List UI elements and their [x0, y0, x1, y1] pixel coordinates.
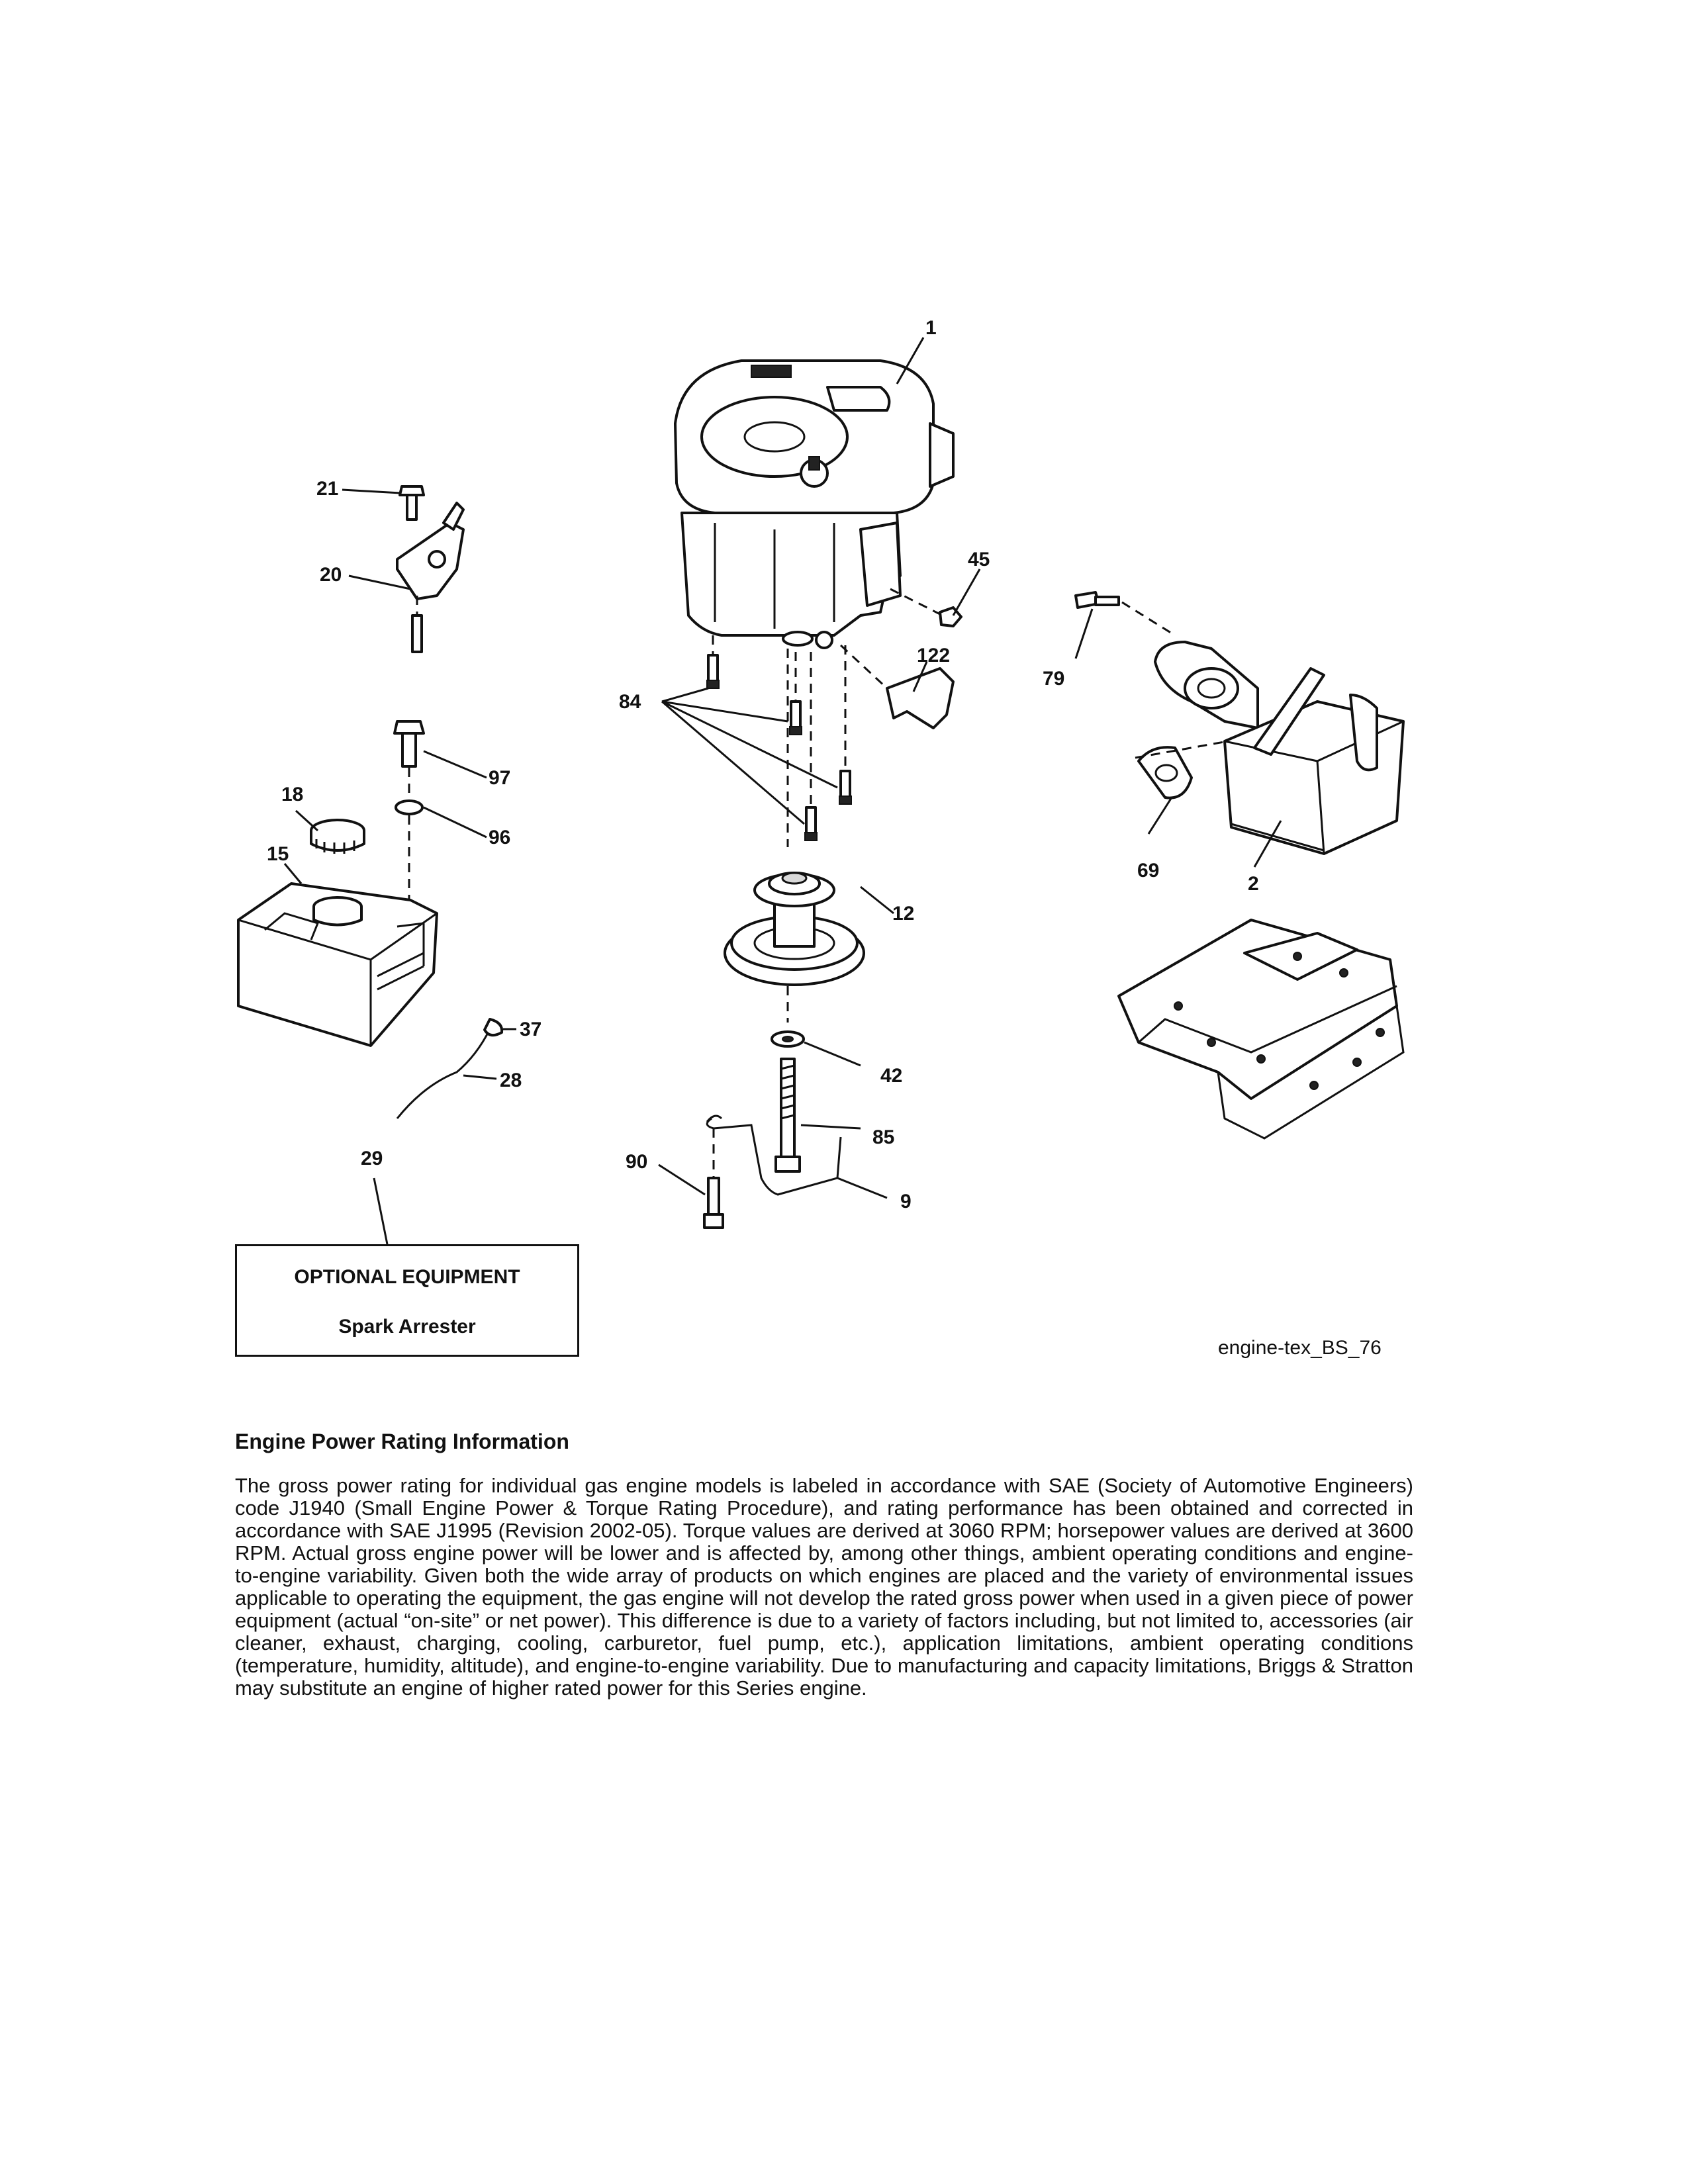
fuel-line-part: [396, 1018, 504, 1119]
callout-12: 12: [892, 903, 914, 925]
callout-2: 2: [1248, 873, 1259, 895]
washer-part: [771, 986, 805, 1048]
callout-18: 18: [281, 784, 303, 805]
callout-1: 1: [925, 317, 937, 339]
muffler-bolt-part: [1074, 591, 1176, 637]
optional-equipment-item: Spark Arrester: [338, 1316, 476, 1338]
pulley-bolt-part: [774, 1058, 801, 1173]
guide-bolt-part: [703, 1177, 724, 1229]
callout-28: 28: [500, 1069, 522, 1091]
engine-part: [674, 359, 955, 649]
bracket-part: [839, 644, 955, 729]
pulley-part: [724, 872, 865, 986]
optional-equipment-box: OPTIONAL EQUIPMENT Spark Arrester: [235, 1244, 579, 1357]
figure-code: engine-tex_BS_76: [1218, 1337, 1382, 1359]
engine-base-plate-part: [1117, 919, 1405, 1140]
leader-lines: [283, 337, 1282, 1245]
callout-15: 15: [267, 843, 289, 865]
throttle-control-part: [396, 485, 465, 653]
callout-97: 97: [489, 767, 510, 789]
callout-79: 79: [1043, 668, 1064, 690]
fuel-tank-part: [237, 882, 438, 1047]
callout-37: 37: [520, 1019, 541, 1040]
info-body: The gross power rating for individual ga…: [235, 1474, 1413, 1700]
callout-96: 96: [489, 827, 510, 848]
callout-85: 85: [872, 1126, 894, 1148]
callout-20: 20: [320, 564, 342, 586]
optional-equipment-title: OPTIONAL EQUIPMENT: [294, 1266, 520, 1288]
callout-84: 84: [619, 691, 641, 713]
callout-42: 42: [880, 1065, 902, 1087]
callout-122: 122: [917, 645, 950, 666]
callout-29: 29: [361, 1148, 383, 1169]
callout-90: 90: [626, 1151, 647, 1173]
callout-9: 9: [900, 1191, 912, 1212]
callout-69: 69: [1137, 860, 1159, 882]
info-heading: Engine Power Rating Information: [235, 1430, 569, 1453]
engine-bolts-part: [706, 635, 852, 847]
callout-21: 21: [316, 478, 338, 500]
callout-labels: 1 45 122 84 12 42 85 9 90 21 20 97 96 18…: [267, 317, 1259, 1212]
callout-45: 45: [968, 549, 990, 570]
belt-guide-part: [706, 1115, 842, 1196]
fuel-cap-part: [310, 819, 365, 854]
muffler-part: [1135, 641, 1405, 855]
